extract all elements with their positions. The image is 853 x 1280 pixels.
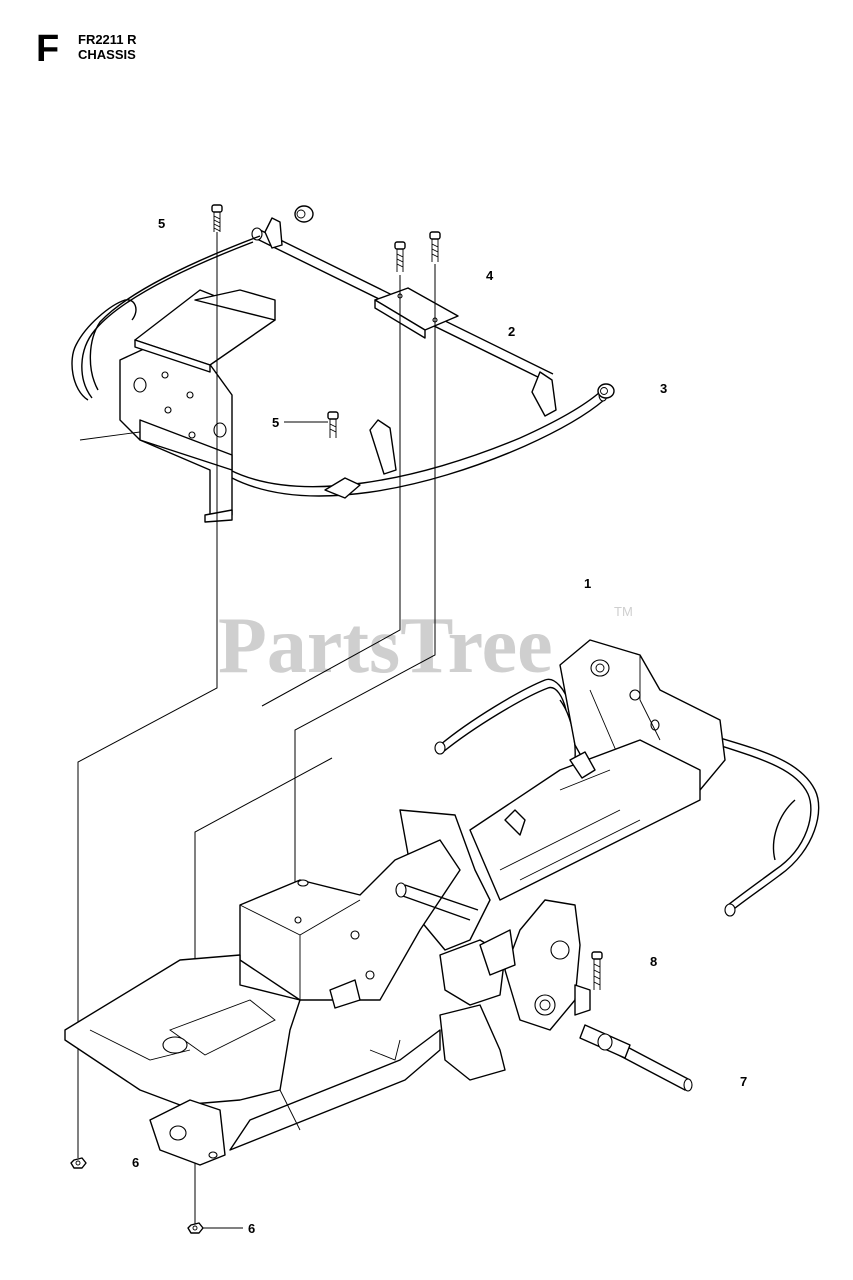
diagram-title: CHASSIS — [78, 46, 136, 62]
main-chassis-part-1 — [64, 639, 820, 1166]
callout-5-mid: 5 — [272, 415, 279, 430]
section-letter: F — [36, 28, 60, 70]
model-number: FR2211 R — [78, 32, 137, 47]
watermark-tm: TM — [614, 604, 633, 619]
callout-4: 4 — [486, 268, 494, 283]
bolt-5-mid — [327, 411, 339, 438]
callout-2: 2 — [508, 324, 515, 339]
bolt-8 — [591, 951, 603, 990]
bolt-5-top — [211, 204, 223, 232]
model-header: FR2211 R CHASSIS — [78, 32, 137, 63]
callout-6-left: 6 — [132, 1155, 139, 1170]
seat-frame-part-2 — [71, 217, 608, 499]
nut-6-bottom — [187, 1222, 204, 1234]
callout-3: 3 — [660, 381, 667, 396]
cap-3-rear — [294, 205, 314, 223]
cap-3-front — [597, 383, 615, 399]
callout-1: 1 — [584, 576, 591, 591]
bolt-4-b — [429, 231, 441, 262]
callout-6-bottom: 6 — [248, 1221, 255, 1236]
callout-5-top: 5 — [158, 216, 165, 231]
seat-plate — [134, 289, 276, 373]
bolt-4-a — [394, 241, 406, 272]
mount-plate — [374, 287, 459, 339]
pin-7 — [579, 1024, 693, 1092]
watermark-text: PartsTree — [218, 602, 553, 690]
callout-7: 7 — [740, 1074, 747, 1089]
callout-8: 8 — [650, 954, 657, 969]
nut-6-left — [70, 1157, 87, 1169]
